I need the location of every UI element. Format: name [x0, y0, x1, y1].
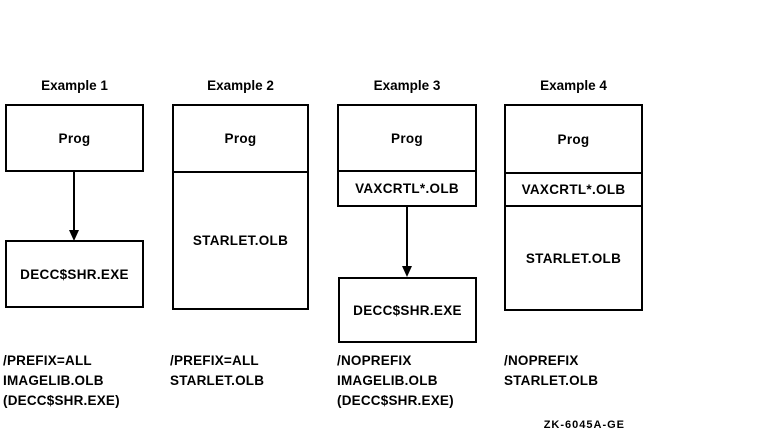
example-3-target-label: DECC$SHR.EXE [353, 302, 462, 318]
example-3-shareable-image-box: DECC$SHR.EXE [338, 277, 477, 343]
caption-line: STARLET.OLB [504, 373, 599, 388]
example-1-prog-label: Prog [58, 130, 91, 146]
example-4-vaxcrtl-label: VAXCRTL*.OLB [506, 172, 641, 205]
caption-line: /NOPREFIX [504, 353, 579, 368]
example-1-caption: /PREFIX=ALL IMAGELIB.OLB (DECC$SHR.EXE) [3, 351, 120, 411]
caption-line: IMAGELIB.OLB [3, 373, 104, 388]
caption-line: /NOPREFIX [337, 353, 412, 368]
caption-line: (DECC$SHR.EXE) [3, 393, 120, 408]
caption-line: IMAGELIB.OLB [337, 373, 438, 388]
example-3-program-box: Prog VAXCRTL*.OLB [337, 104, 477, 207]
example-1-shareable-image-box: DECC$SHR.EXE [5, 240, 144, 308]
example-1-target-label: DECC$SHR.EXE [20, 266, 129, 282]
example-1-arrow-head-icon [69, 230, 79, 241]
example-2-caption: /PREFIX=ALL STARLET.OLB [170, 351, 264, 391]
example-2-starlet-label: STARLET.OLB [174, 171, 307, 308]
example-3-prog-label: Prog [391, 130, 423, 146]
example-1-program-box: Prog [5, 104, 144, 172]
example-4-title: Example 4 [540, 78, 607, 93]
example-1-arrow-line [73, 172, 75, 231]
example-3-caption: /NOPREFIX IMAGELIB.OLB (DECC$SHR.EXE) [337, 351, 454, 411]
example-3-arrow-line [406, 207, 408, 267]
example-4-program-box: Prog VAXCRTL*.OLB STARLET.OLB [504, 104, 643, 311]
caption-line: (DECC$SHR.EXE) [337, 393, 454, 408]
example-3-vaxcrtl-label: VAXCRTL*.OLB [339, 170, 475, 205]
example-2-program-box: Prog STARLET.OLB [172, 104, 309, 310]
example-2-title: Example 2 [207, 78, 274, 93]
caption-line: /PREFIX=ALL [3, 353, 92, 368]
caption-line: STARLET.OLB [170, 373, 265, 388]
example-3-arrow-head-icon [402, 266, 412, 277]
caption-line: /PREFIX=ALL [170, 353, 259, 368]
example-4-caption: /NOPREFIX STARLET.OLB [504, 351, 598, 391]
example-3-title: Example 3 [373, 78, 441, 93]
example-2-prog-label: Prog [224, 131, 257, 146]
example-1-title: Example 1 [41, 78, 108, 93]
example-4-starlet-label: STARLET.OLB [506, 205, 641, 309]
figure-code: ZK-6045A-GE [543, 419, 625, 431]
example-4-prog-label: Prog [557, 131, 590, 147]
